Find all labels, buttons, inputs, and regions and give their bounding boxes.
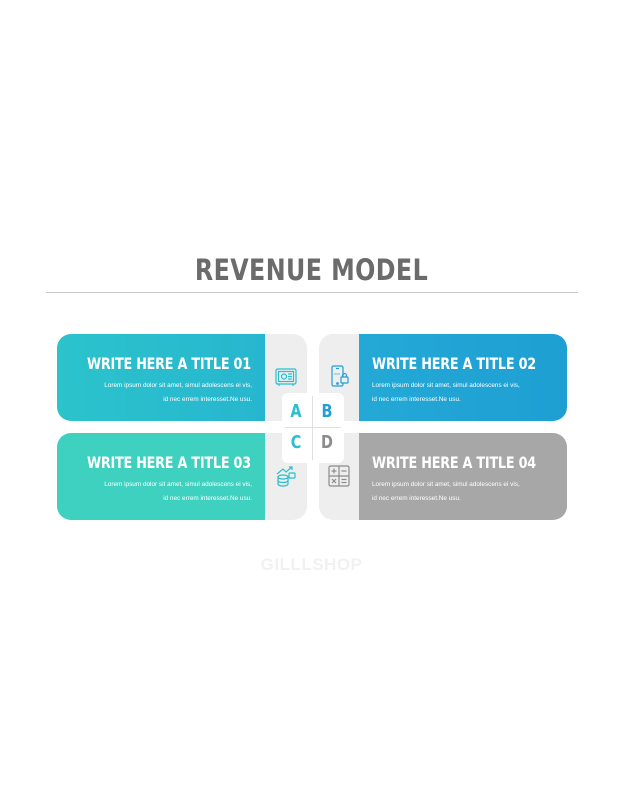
phone-lock-icon — [331, 365, 349, 387]
center-divider-vertical — [312, 396, 313, 460]
watermark: GILLLSHOP — [260, 555, 363, 574]
letter-d: D — [321, 432, 333, 453]
card-text: Lorem ipsum dolor sit amet, simul adoles… — [372, 382, 520, 403]
safe-icon — [275, 368, 297, 386]
card-title: WRITE HERE A TITLE 04 — [372, 453, 536, 472]
card-text: Lorem ipsum dolor sit amet, simul adoles… — [104, 382, 252, 403]
card-03: WRITE HERE A TITLE 03 Lorem ipsum dolor … — [57, 433, 265, 520]
abcd-center-badge — [282, 393, 344, 463]
card-text: Lorem ipsum dolor sit amet, simul adoles… — [372, 481, 520, 502]
title-divider — [46, 292, 578, 293]
card-02: WRITE HERE A TITLE 02 Lorem ipsum dolor … — [359, 334, 567, 421]
card-title: WRITE HERE A TITLE 02 — [372, 354, 536, 373]
card-title: WRITE HERE A TITLE 03 — [87, 453, 251, 472]
card-text: Lorem ipsum dolor sit amet, simul adoles… — [104, 481, 252, 502]
card-01: WRITE HERE A TITLE 01 Lorem ipsum dolor … — [57, 334, 265, 421]
calculator-icon — [328, 465, 350, 487]
page-title: REVENUE MODEL — [194, 253, 429, 287]
card-title: WRITE HERE A TITLE 01 — [87, 354, 251, 373]
center-divider-horizontal — [285, 427, 341, 428]
card-04: WRITE HERE A TITLE 04 Lorem ipsum dolor … — [359, 433, 567, 520]
coins-growth-icon — [276, 466, 296, 487]
letter-c: C — [290, 432, 302, 453]
letter-a: A — [290, 401, 302, 422]
letter-b: B — [321, 401, 333, 422]
